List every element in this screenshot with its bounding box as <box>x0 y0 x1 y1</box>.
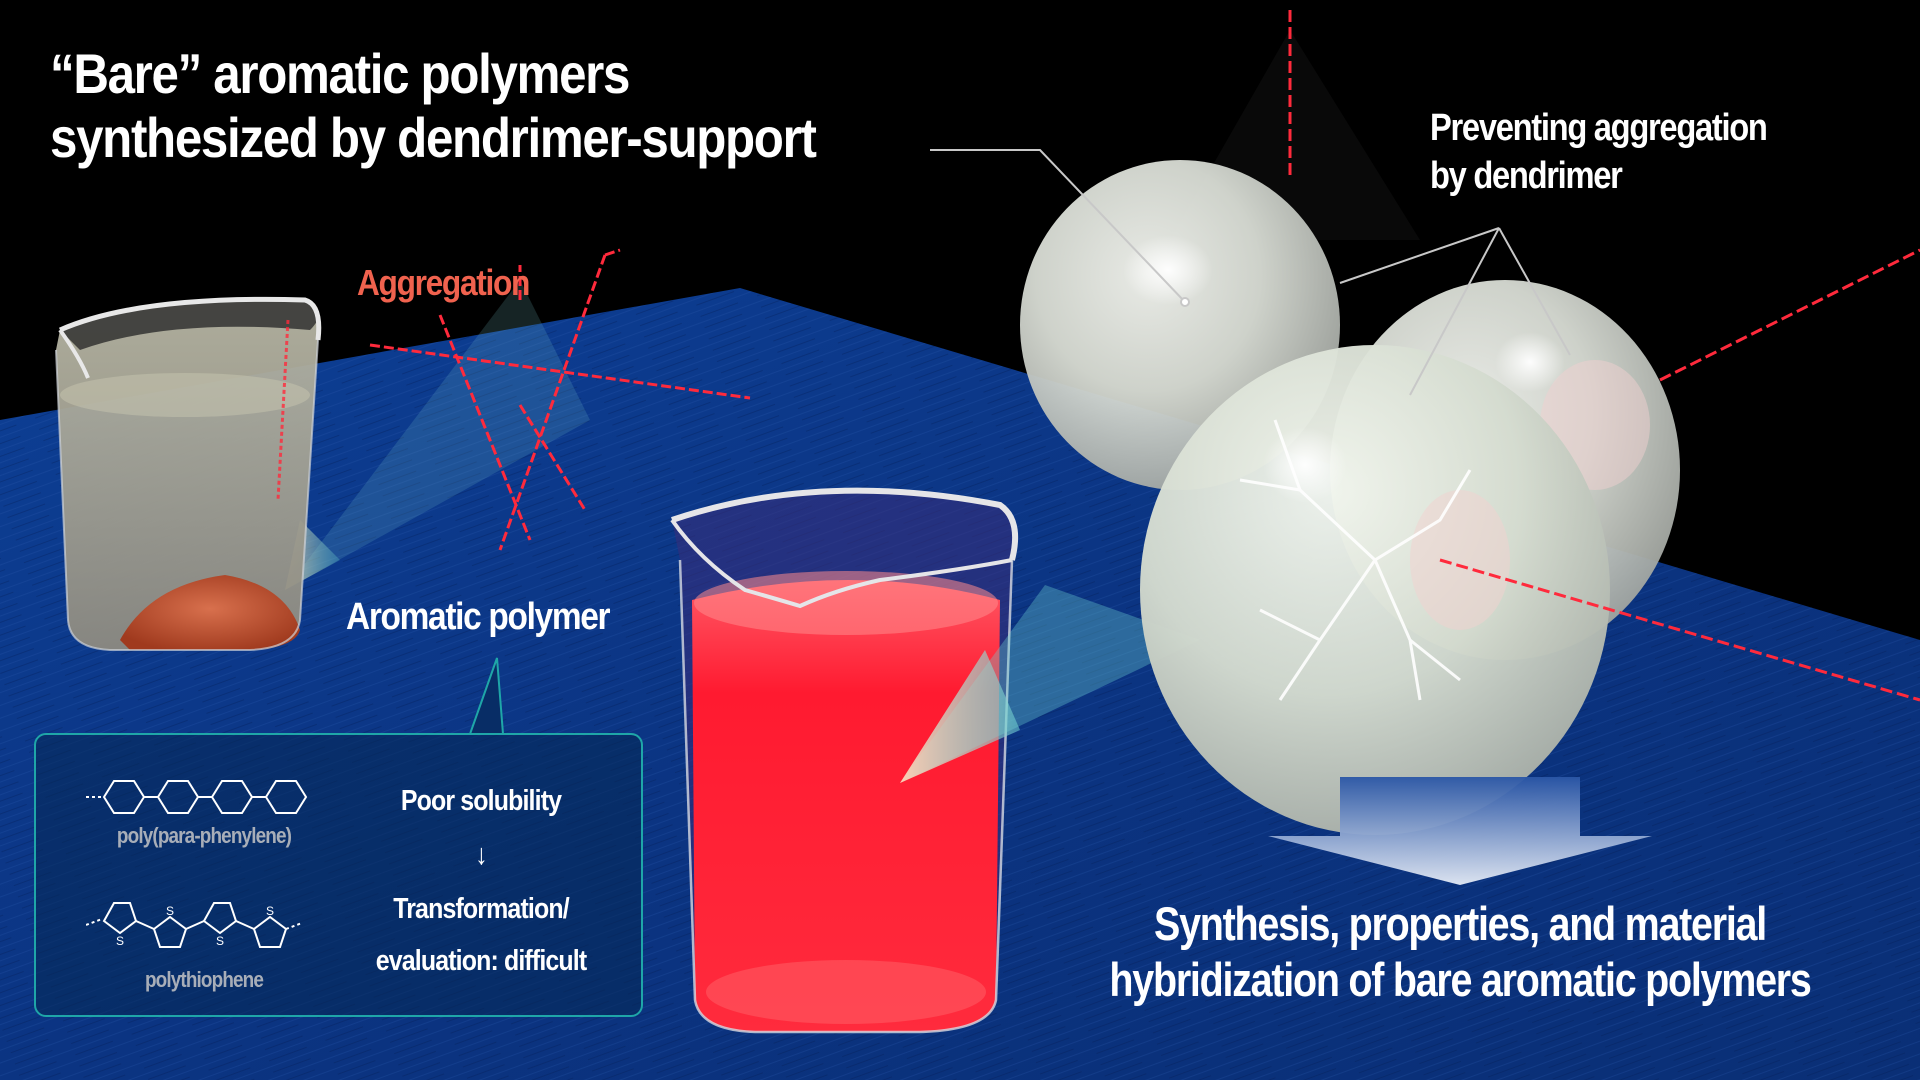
svg-text:S: S <box>266 904 274 918</box>
aromatic-polymer-info-box: poly(para-phenylene) S S S S polythiophene… <box>34 733 643 1017</box>
transformation-text: Transformation/ <box>393 893 569 925</box>
poor-solubility-text: Poor solubility <box>400 785 562 817</box>
result-arrow <box>1268 777 1652 885</box>
polythiophene-structure-icon: S S S S <box>86 902 303 948</box>
poly-para-phenylene-structure-icon <box>86 780 308 814</box>
main-title: “Bare” aromatic polymers synthesized by … <box>50 42 817 170</box>
aromatic-polymer-label: Aromatic polymer <box>346 596 611 638</box>
preventing-line-1: Preventing aggregation <box>1430 107 1768 149</box>
aggregation-label: Aggregation <box>357 262 530 303</box>
evaluation-difficult-text: evaluation: difficult <box>375 945 587 977</box>
preventing-line-2: by dendrimer <box>1430 155 1623 197</box>
dendrimer-spheres <box>1020 10 1920 835</box>
svg-text:S: S <box>116 934 124 948</box>
down-arrow-icon: ↓ <box>475 839 487 871</box>
leader-lines <box>930 149 1571 396</box>
title-line-2: synthesized by dendrimer-support <box>50 106 817 169</box>
result-caption: Synthesis, properties, and material hybr… <box>1107 896 1813 1008</box>
right-beaker-dissolved <box>670 487 1019 1034</box>
preventing-aggregation-label: Preventing aggregation by dendrimer <box>1430 104 1768 200</box>
polythiophene-label: polythiophene <box>144 967 264 992</box>
result-line-1: Synthesis, properties, and material <box>1154 897 1767 950</box>
left-beaker-aggregated <box>55 296 322 651</box>
svg-text:S: S <box>216 934 224 948</box>
poly-para-phenylene-label: poly(para-phenylene) <box>116 823 292 848</box>
result-line-2: hybridization of bare aromatic polymers <box>1109 953 1811 1006</box>
aggregated-polymer-chains <box>369 248 751 551</box>
svg-text:S: S <box>166 904 174 918</box>
title-line-1: “Bare” aromatic polymers <box>50 42 630 105</box>
